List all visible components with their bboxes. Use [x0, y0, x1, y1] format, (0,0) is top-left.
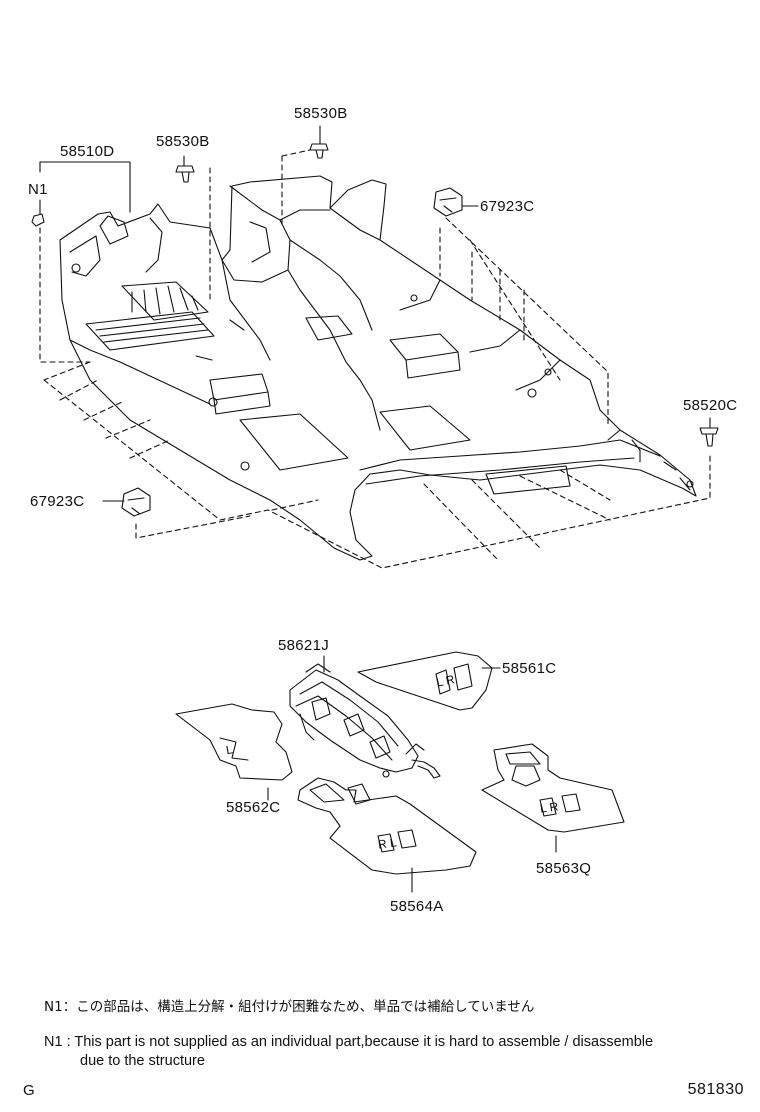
label-58564a: 58564A — [390, 898, 444, 915]
nut-n1-icon — [31, 213, 45, 227]
label-58530b-center: 58530B — [294, 105, 348, 122]
retainer-67923c-left-icon — [121, 487, 151, 517]
label-58510d: 58510D — [60, 143, 114, 160]
diagram-number: 581830 — [687, 1081, 744, 1098]
retainer-67923c-right-icon — [433, 187, 463, 217]
label-67923c-right: 67923C — [480, 198, 534, 215]
mat-marking-front-right: L R — [539, 799, 559, 815]
label-n1: N1 — [28, 181, 48, 198]
part-labels: 58510D 58530B 58530B N1 67923C 67923C 58… — [28, 105, 737, 915]
mat-markings: L R L L R R L — [225, 672, 560, 852]
label-58561c: 58561C — [502, 660, 556, 677]
dashed-assembly-lines — [39, 149, 711, 569]
clip-58520c-right-icon — [699, 427, 719, 447]
label-58520c: 58520C — [683, 397, 737, 414]
floor-mat-58563q — [481, 743, 625, 833]
mat-marking-rear-right: L R — [435, 672, 456, 690]
floor-mat-58562c — [175, 703, 293, 781]
label-58562c: 58562C — [226, 799, 280, 816]
label-58621j: 58621J — [278, 637, 329, 654]
clip-58530b-center-icon — [309, 143, 329, 159]
note-english-line-2: due to the structure — [80, 1053, 205, 1069]
label-58563q: 58563Q — [536, 860, 591, 877]
mat-marking-rear-left: L — [225, 742, 234, 757]
note-japanese: N1：この部品は、構造上分解・組付けが困難なため、単品では補給していません — [44, 999, 535, 1015]
clip-58530b-left-icon — [175, 165, 195, 183]
console-bracket-58621j — [289, 663, 441, 779]
label-58530b-left: 58530B — [156, 133, 210, 150]
mat-marking-front-left: R L — [377, 835, 398, 852]
floor-mat-58564a — [297, 777, 477, 875]
corner-mark: G — [23, 1082, 35, 1099]
note-english-line-1: N1 : This part is not supplied as an ind… — [44, 1034, 654, 1050]
leader-lines — [39, 125, 711, 893]
floor-mat-58561c — [357, 651, 493, 711]
floor-carpet-assembly — [59, 175, 697, 561]
label-67923c-left: 67923C — [30, 493, 84, 510]
